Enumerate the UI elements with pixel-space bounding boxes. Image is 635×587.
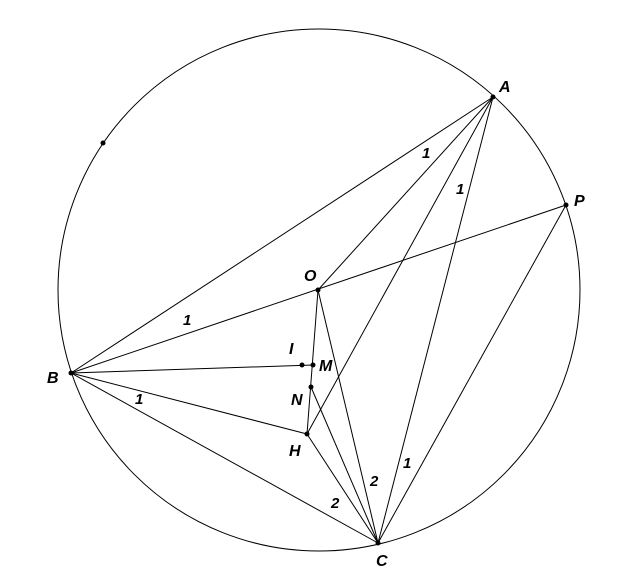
segment-ab: [70, 96, 494, 374]
label-n: N: [291, 392, 303, 409]
label-m: M: [319, 358, 333, 375]
label-o: O: [304, 268, 317, 285]
label-b: B: [47, 370, 59, 387]
label-i: I: [289, 341, 294, 358]
edge-label-oc: 2: [369, 473, 379, 490]
label-a: A: [498, 79, 511, 96]
point-p: [563, 202, 569, 208]
segment-bm: [70, 364, 314, 374]
label-h: H: [289, 443, 301, 460]
edge-label-bc: 2: [330, 495, 340, 512]
point-c: [375, 540, 381, 546]
label-c: C: [376, 553, 388, 570]
segment-ac: [377, 96, 494, 544]
edge-label-bh: 1: [135, 391, 143, 408]
segment-ao: [317, 96, 494, 291]
segment-nc: [310, 386, 379, 544]
segment-pc: [377, 204, 567, 544]
point-m: [310, 362, 316, 368]
point-a: [490, 94, 496, 100]
edge-label-ah: 1: [456, 181, 464, 198]
circumcircle: [57, 28, 581, 552]
label-p: P: [574, 193, 585, 210]
segment-hc: [306, 433, 379, 544]
point-h: [304, 431, 310, 437]
segment-ah: [306, 96, 494, 435]
segment-bh: [70, 372, 308, 435]
point-d: [100, 140, 106, 146]
segment-oh: [306, 289, 319, 435]
point-i: [299, 362, 305, 368]
edge-label-ac: 1: [403, 455, 411, 472]
point-b: [68, 370, 74, 376]
segment-bc: [70, 372, 379, 544]
edge-label-bo: 1: [183, 312, 191, 329]
edge-label-ab: 1: [422, 145, 430, 162]
point-o: [315, 287, 321, 293]
point-n: [308, 384, 314, 390]
segment-oc: [317, 289, 379, 544]
